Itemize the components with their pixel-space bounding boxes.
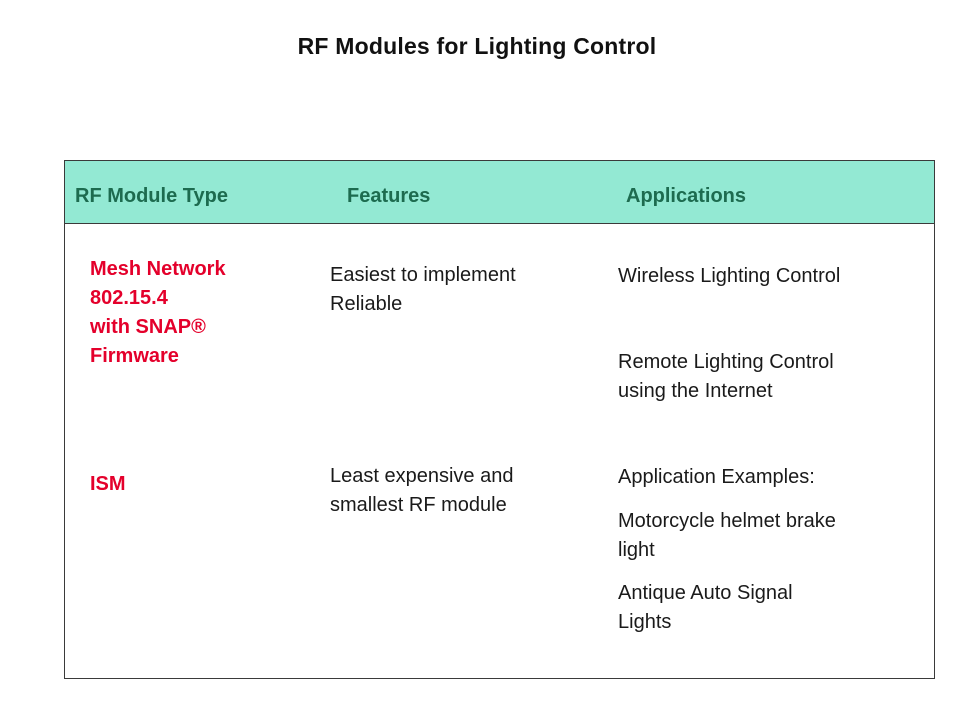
header-module-type: RF Module Type: [75, 185, 228, 207]
application-line: light: [618, 539, 655, 561]
header-features: Features: [347, 185, 431, 207]
module-type-line: with SNAP®: [90, 316, 206, 338]
feature-line: smallest RF module: [330, 494, 507, 516]
row-1-application-1: Wireless Lighting Control: [618, 262, 840, 291]
application-line: Wireless Lighting Control: [618, 265, 841, 287]
feature-line: Easiest to implement: [330, 264, 516, 286]
row-2-application-1: Application Examples:: [618, 463, 815, 492]
module-type-line: Mesh Network: [90, 258, 226, 280]
feature-line: Reliable: [330, 293, 403, 315]
application-line: Motorcycle helmet brake: [618, 510, 836, 532]
module-type-line: Firmware: [90, 345, 179, 367]
row-1-module-type: Mesh Network 802.15.4 with SNAP® Firmwar…: [90, 255, 226, 371]
module-type-line: 802.15.4: [90, 287, 168, 309]
application-line: using the Internet: [618, 380, 773, 402]
rf-modules-table: RF Module Type Features Applications Mes…: [64, 160, 935, 679]
application-line: Antique Auto Signal: [618, 582, 793, 604]
feature-line: Least expensive and: [330, 465, 514, 487]
module-type-line: ISM: [90, 473, 126, 495]
row-2-module-type: ISM: [90, 470, 126, 499]
application-line: Remote Lighting Control: [618, 351, 834, 373]
row-2-application-2: Motorcycle helmet brake light: [618, 507, 836, 565]
table-header-row: RF Module Type Features Applications: [65, 161, 934, 224]
row-2-application-3: Antique Auto Signal Lights: [618, 579, 793, 637]
slide-title: RF Modules for Lighting Control: [297, 33, 657, 59]
application-line: Application Examples:: [618, 466, 815, 488]
header-applications: Applications: [626, 185, 747, 207]
application-line: Lights: [618, 611, 672, 633]
row-2-features: Least expensive and smallest RF module: [330, 462, 513, 520]
row-1-application-2: Remote Lighting Control using the Intern…: [618, 348, 834, 406]
row-1-features: Easiest to implement Reliable: [330, 261, 516, 319]
